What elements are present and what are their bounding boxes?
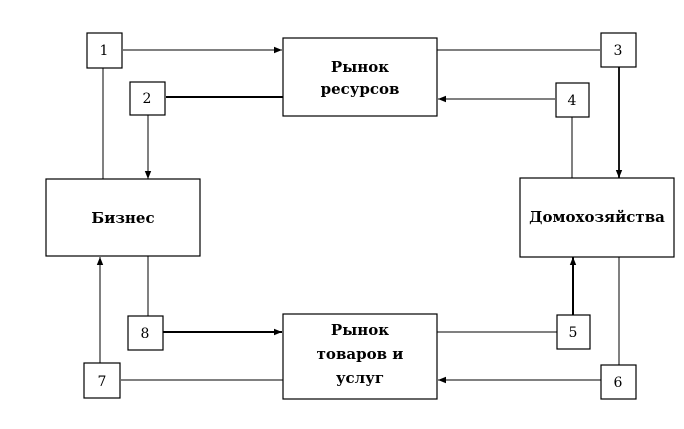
number-box-8: 8: [127, 315, 164, 351]
goods-market-line-1: Рынок: [331, 321, 389, 339]
resource-market-box: Рынок ресурсов: [282, 37, 438, 117]
resource-market-line-2: ресурсов: [321, 80, 400, 98]
number-box-6: 6: [600, 364, 637, 400]
number-box-5: 5: [556, 314, 591, 350]
number-box-3: 3: [600, 32, 637, 68]
number-box-2: 2: [129, 81, 166, 116]
number-box-4: 4: [555, 82, 590, 118]
connectors: [96, 46, 623, 384]
number-2: 2: [143, 91, 152, 107]
business-label: Бизнес: [91, 209, 154, 227]
number-box-1: 1: [86, 32, 123, 69]
resource-market-line-1: Рынок: [331, 58, 389, 76]
households-label: Домохозяйства: [529, 208, 665, 226]
number-8: 8: [141, 326, 150, 342]
number-4: 4: [568, 93, 577, 109]
goods-market-line-3: услуг: [336, 369, 384, 387]
households-box: Домохозяйства: [519, 177, 675, 258]
number-6: 6: [614, 375, 623, 391]
goods-market-box: Рынок товаров и услуг: [282, 313, 438, 400]
number-7: 7: [98, 374, 107, 390]
number-3: 3: [614, 43, 623, 59]
number-box-7: 7: [83, 362, 121, 399]
business-box: Бизнес: [45, 178, 201, 257]
number-5: 5: [569, 325, 578, 341]
number-1: 1: [100, 43, 109, 59]
goods-market-line-2: товаров и: [317, 345, 404, 363]
